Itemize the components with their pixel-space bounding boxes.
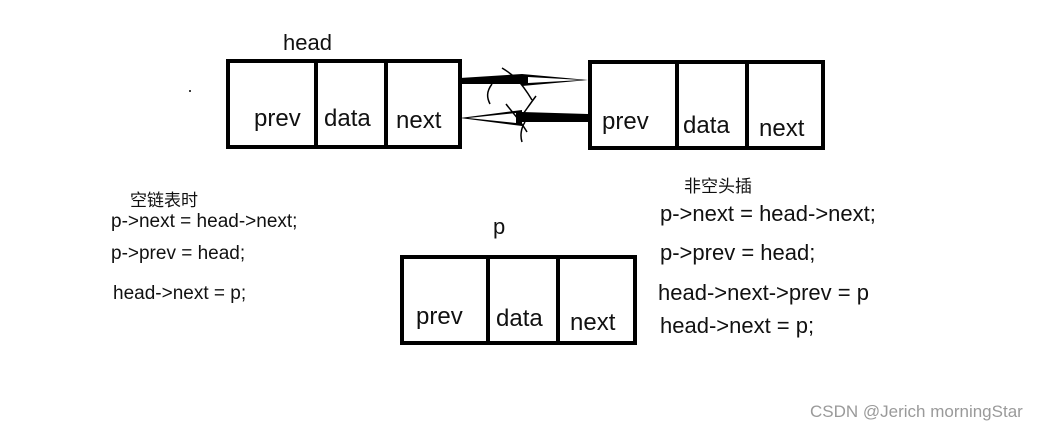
p-data-cell: data (490, 259, 560, 341)
empty-list-line-2: p->prev = head; (111, 243, 246, 264)
empty-list-line-3: head->next = p; (113, 283, 247, 304)
head-node: prev data next (226, 59, 462, 149)
non-empty-line-2: p->prev = head; (660, 240, 816, 265)
p-prev-cell: prev (404, 259, 490, 341)
non-empty-title: 非空头插 (684, 177, 752, 197)
second-data-cell: data (679, 64, 749, 146)
bottom-link-arrow (460, 110, 588, 126)
second-prev-label: prev (602, 108, 649, 135)
empty-list-title: 空链表时 (130, 191, 198, 211)
top-link-arrow (460, 74, 588, 86)
p-data-label: data (496, 305, 543, 332)
head-data-cell: data (318, 63, 388, 145)
head-next-label: next (396, 107, 442, 134)
p-node: prev data next (400, 255, 637, 345)
second-data-label: data (683, 112, 730, 139)
second-prev-cell: prev (592, 64, 679, 146)
p-label: p (493, 214, 506, 239)
non-empty-line-4: head->next = p; (660, 313, 815, 338)
head-next-cell: next (388, 63, 458, 145)
scribble-marks (486, 67, 537, 143)
p-prev-label: prev (416, 303, 463, 330)
p-next-label: next (570, 309, 616, 336)
head-prev-cell: prev (230, 63, 318, 145)
p-next-cell: next (560, 259, 633, 341)
csdn-watermark: CSDN @Jerich morningStar (810, 402, 1023, 421)
head-label: head (283, 30, 332, 55)
second-next-cell: next (749, 64, 821, 146)
second-next-label: next (759, 115, 805, 142)
empty-list-line-1: p->next = head->next; (111, 211, 298, 232)
non-empty-line-3: head->next->prev = p (658, 280, 869, 305)
head-prev-label: prev (254, 105, 301, 132)
head-data-label: data (324, 105, 371, 132)
non-empty-line-1: p->next = head->next; (660, 201, 876, 226)
second-node: prev data next (588, 60, 825, 150)
